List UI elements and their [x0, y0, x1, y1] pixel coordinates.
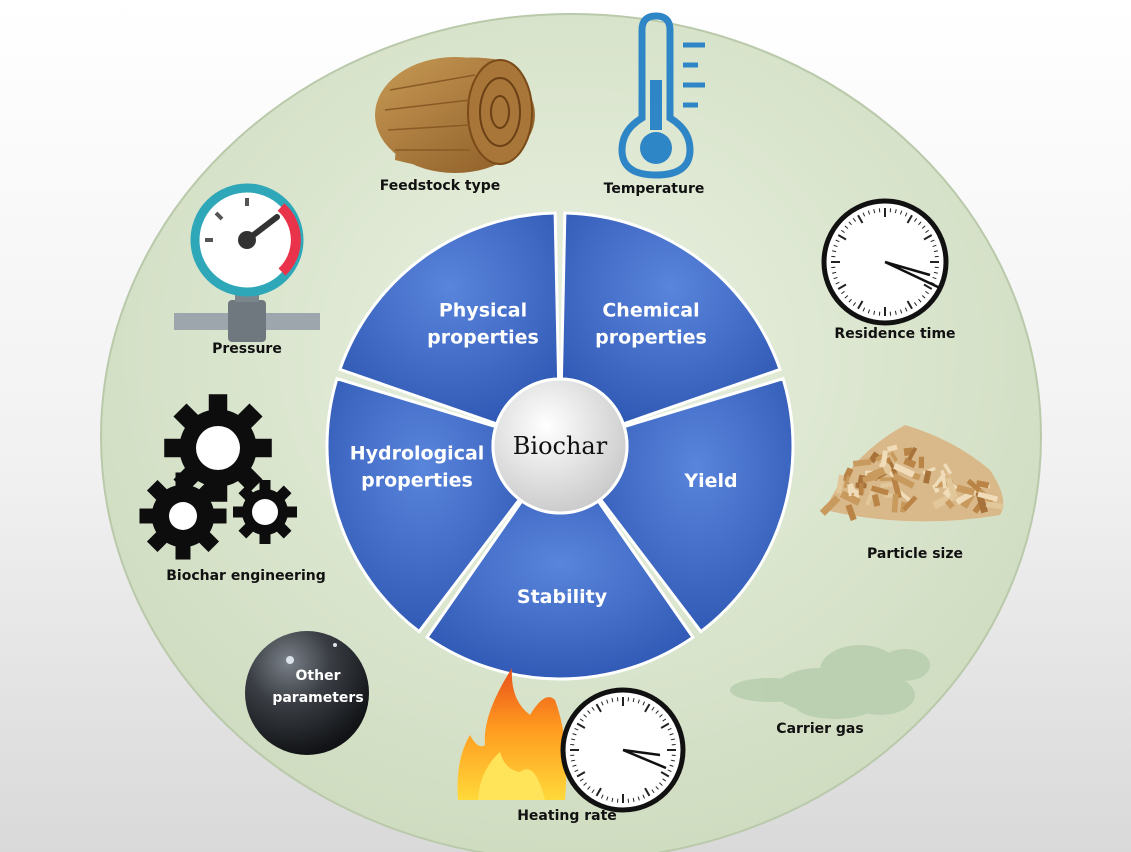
- engineering-label: Biochar engineering: [166, 568, 326, 584]
- segment-label: properties: [427, 327, 539, 349]
- segment-label: properties: [595, 327, 707, 349]
- heating-rate-label: Heating rate: [517, 808, 617, 824]
- other-label-line-1: Other: [296, 668, 341, 684]
- segment-label: Yield: [683, 470, 737, 492]
- segment-label: properties: [361, 470, 473, 492]
- sphere-icon: [245, 631, 369, 755]
- segment-label: Hydrological: [350, 443, 485, 465]
- flame-clock-icon: [457, 668, 686, 813]
- carrier-gas-label: Carrier gas: [776, 721, 863, 737]
- pressure-label: Pressure: [212, 341, 282, 357]
- hay-bale-icon: [375, 57, 535, 173]
- feedstock-label: Feedstock type: [380, 178, 500, 194]
- wood-chips-icon: [819, 425, 1004, 522]
- segment-label: Chemical: [602, 300, 699, 322]
- segment-label: Stability: [517, 586, 608, 608]
- other-label-line-2: parameters: [272, 690, 363, 706]
- particle-size-label: Particle size: [867, 546, 963, 562]
- center-label: Biochar: [513, 432, 608, 460]
- pressure-gauge-icon: [174, 183, 320, 342]
- residence-time-label: Residence time: [834, 326, 955, 342]
- property-wheel: PhysicalpropertiesChemicalpropertiesYiel…: [325, 211, 795, 681]
- smoke-cloud-icon: [730, 645, 930, 719]
- clock-icon: [821, 198, 949, 326]
- gears-icon: [139, 394, 297, 560]
- segment-label: Physical: [439, 300, 527, 322]
- center-circle: [491, 377, 629, 515]
- temperature-label: Temperature: [604, 181, 705, 197]
- thermometer-icon: [618, 12, 705, 179]
